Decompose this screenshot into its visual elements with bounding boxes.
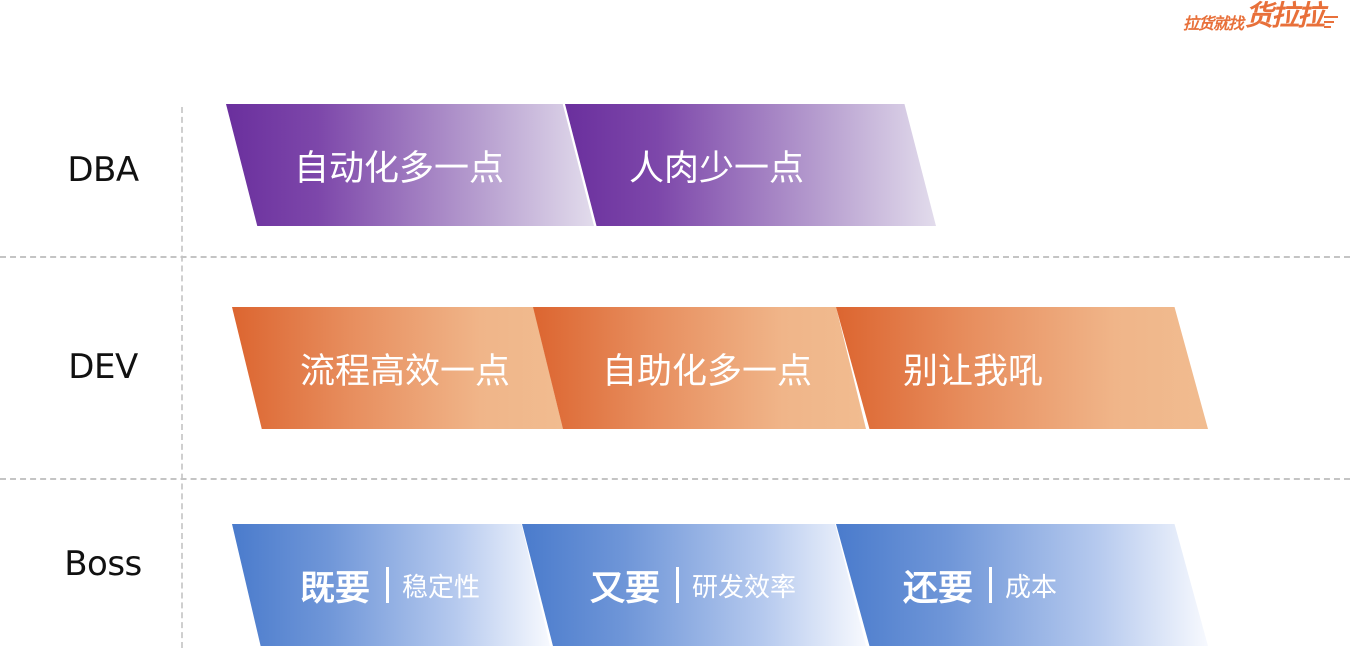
logo-speed-lines (1324, 16, 1338, 28)
card-sub-text: 稳定性 (402, 572, 481, 603)
dev-card-efficient-process: 流程高效一点 (232, 307, 563, 429)
card-sub-text: 成本 (1005, 572, 1058, 603)
card-text: 自助化多一点 (602, 351, 813, 392)
row-divider-2 (0, 478, 1350, 480)
row-label-dba: DBA (67, 150, 139, 190)
card-text: 别让我吼 (903, 351, 1044, 392)
card-text: 自动化多一点 (294, 148, 505, 189)
vertical-divider (181, 107, 183, 648)
card-separator (676, 567, 680, 603)
card-main-text: 又要 (590, 568, 661, 609)
card-separator (989, 567, 993, 603)
brand-logo: 拉货就找 货拉拉 (1183, 0, 1338, 34)
card-text: 流程高效一点 (300, 351, 511, 392)
logo-slogan: 拉货就找 (1182, 14, 1244, 33)
row-label-dev: DEV (68, 347, 138, 387)
boss-card-cost: 还要 成本 (836, 524, 1208, 646)
boss-card-stability: 既要 稳定性 (232, 524, 550, 646)
card-main-text: 既要 (300, 568, 371, 609)
card-main-text: 还要 (903, 568, 974, 609)
dev-card-self-service: 自助化多一点 (533, 307, 866, 429)
logo-wordmark: 货拉拉 (1244, 0, 1325, 32)
card-text: 人肉少一点 (629, 148, 805, 189)
dba-card-less-manual: 人肉少一点 (565, 104, 936, 226)
card-sub-text: 研发效率 (692, 572, 797, 603)
row-divider-1 (0, 256, 1350, 258)
boss-card-dev-efficiency: 又要 研发效率 (522, 524, 866, 646)
row-label-boss: Boss (64, 544, 142, 584)
dba-card-automation: 自动化多一点 (226, 104, 594, 226)
card-separator (386, 567, 390, 603)
dev-card-no-shouting: 别让我吼 (836, 307, 1208, 429)
